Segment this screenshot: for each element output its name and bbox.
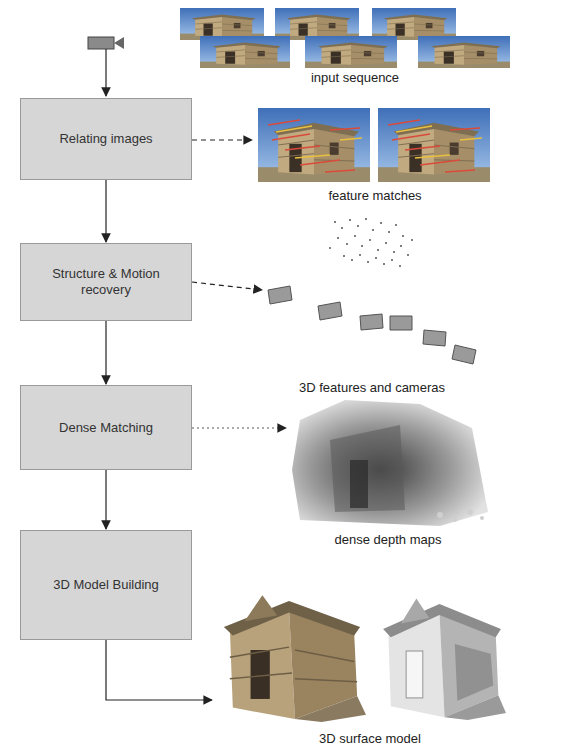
process-box: 3D Model Building: [20, 530, 192, 640]
input-photo: [180, 8, 264, 40]
input-photo: [305, 36, 397, 68]
input-photo: [418, 36, 510, 68]
depth-map: [350, 460, 368, 508]
image-caption: 3D surface model: [317, 731, 423, 747]
dashed-arrow: [192, 139, 252, 140]
depth-map: [292, 400, 488, 526]
image-caption: dense depth maps: [333, 532, 444, 548]
process-box: Relating images: [20, 98, 192, 180]
flow-arrow: [106, 640, 212, 700]
depth-map: [437, 509, 484, 522]
flow-arrow: [105, 180, 106, 242]
image-caption: feature matches: [326, 188, 423, 204]
process-box: Dense Matching: [20, 385, 192, 470]
point-cloud: [329, 218, 413, 267]
image-caption: 3D features and cameras: [297, 380, 447, 396]
dashed-arrow: [192, 282, 262, 290]
depth-map: [330, 425, 405, 512]
match-photo: [378, 108, 490, 182]
feature-tracks: [268, 120, 482, 172]
camera-lens: [114, 37, 124, 49]
dotted-arrow: [192, 427, 286, 428]
flow-arrow: [105, 470, 106, 529]
image-caption: input sequence: [309, 70, 401, 86]
input-photo: [372, 8, 456, 40]
camera-body: [88, 37, 114, 49]
box-label: Relating images: [59, 131, 152, 147]
surface-model: [383, 599, 506, 720]
camera-frustums: [268, 286, 476, 364]
box-label: 3D Model Building: [53, 577, 159, 593]
flow-arrow: [105, 321, 106, 384]
box-label: Dense Matching: [59, 420, 153, 436]
input-photo: [275, 8, 359, 40]
flow-arrow: [105, 49, 106, 96]
surface-model: [224, 595, 366, 722]
match-photo: [258, 108, 370, 182]
input-photo: [200, 36, 290, 68]
process-box: Structure & Motion recovery: [20, 243, 192, 321]
box-label: Structure & Motion recovery: [31, 266, 181, 298]
